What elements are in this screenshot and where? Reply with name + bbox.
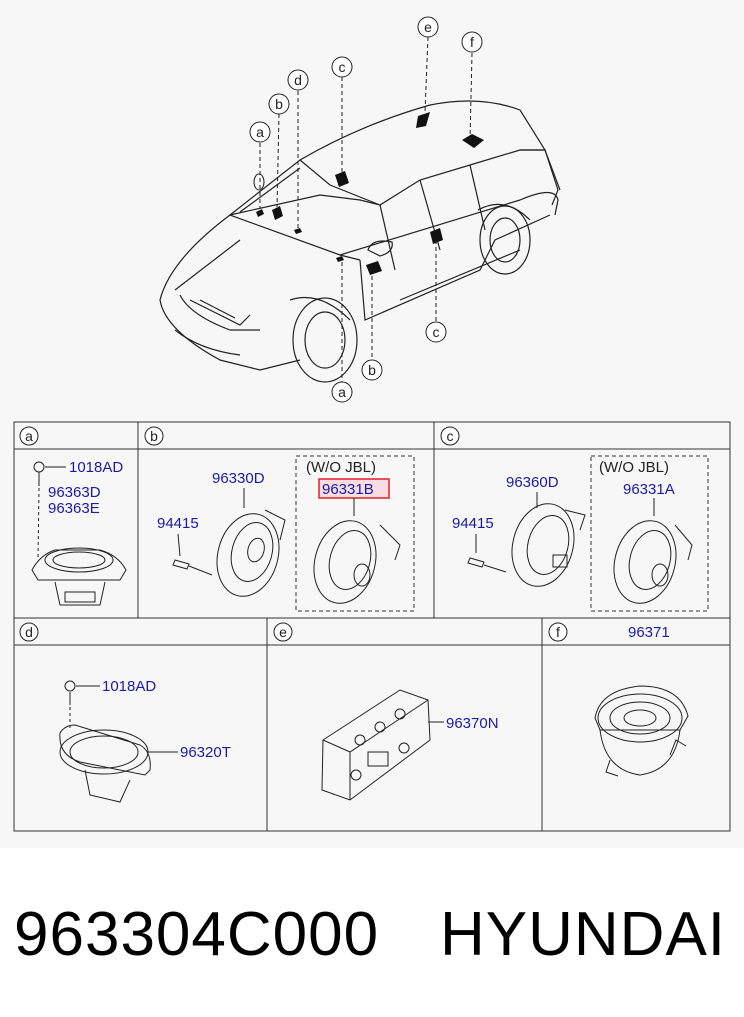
part-label-1018AD-d: 1018AD (102, 678, 156, 695)
part-label-96370N: 96370N (446, 715, 499, 732)
section-b-header: b (144, 426, 164, 446)
footer-part-number: 963304C000 (14, 900, 380, 969)
callout-circle-bottom-c: c (425, 321, 447, 343)
car-speaker-markers (256, 112, 484, 275)
part-label-94415-b: 94415 (157, 515, 199, 532)
parts-grid (13, 421, 731, 832)
callout-circle-bottom-b: b (361, 359, 383, 381)
section-e-content: 96370N (321, 689, 499, 801)
note-wo-jbl-b: (W/O JBL) (306, 459, 376, 476)
part-label-96371: 96371 (628, 624, 670, 641)
svg-text:a: a (25, 428, 33, 444)
section-c-content: 96360D 94415 (W/O JBL) 96331A (452, 455, 709, 612)
section-c-header: c (440, 426, 460, 446)
section-a-content: 1018AD 96363D 96363E (31, 459, 127, 606)
note-wo-jbl-c: (W/O JBL) (599, 459, 669, 476)
parts-diagram: a b d c e f c b a (13, 16, 731, 832)
without-jbl-box-c (590, 455, 709, 612)
part-label-1018AD-a: 1018AD (69, 459, 123, 476)
svg-text:c: c (447, 428, 454, 444)
callout-circle-top-b: b (268, 93, 290, 115)
callout-circle-top-a: a (249, 121, 271, 143)
svg-text:c: c (339, 59, 346, 75)
section-f-content: 96371 (594, 624, 689, 777)
part-label-96320T: 96320T (180, 744, 231, 761)
callout-circle-top-c: c (331, 56, 353, 78)
callout-circle-top-d: d (287, 69, 309, 91)
callout-circle-top-e: e (417, 16, 439, 38)
part-label-96331A: 96331A (623, 481, 675, 498)
svg-text:b: b (275, 96, 283, 112)
svg-text:a: a (338, 384, 346, 400)
section-e-header: e (273, 622, 293, 642)
svg-text:d: d (25, 624, 33, 640)
svg-text:b: b (150, 428, 158, 444)
part-label-96331B: 96331B (322, 481, 374, 498)
callout-circle-top-f: f (461, 31, 483, 53)
part-label-96363E: 96363E (48, 500, 100, 517)
svg-text:e: e (279, 624, 287, 640)
section-b-content: 96330D 94415 (W/O JBL) 96331B (157, 455, 415, 612)
callout-circle-bottom-a: a (331, 381, 353, 403)
without-jbl-box-b (295, 455, 415, 612)
part-label-96360D: 96360D (506, 474, 559, 491)
callout-leaders (259, 36, 473, 382)
section-a-header: a (19, 426, 39, 446)
footer-brand: HYUNDAI (440, 900, 727, 969)
svg-text:d: d (294, 72, 302, 88)
part-label-96363D: 96363D (48, 484, 101, 501)
section-f-header: f (548, 622, 568, 642)
svg-text:c: c (433, 324, 440, 340)
svg-text:f: f (556, 624, 560, 640)
svg-text:b: b (368, 362, 376, 378)
part-label-94415-c: 94415 (452, 515, 494, 532)
section-d-content: 1018AD 96320T (59, 678, 231, 803)
car-illustration (159, 100, 561, 383)
svg-text:e: e (424, 19, 432, 35)
svg-text:a: a (256, 124, 264, 140)
section-d-header: d (19, 622, 39, 642)
part-label-96330D: 96330D (212, 470, 265, 487)
svg-text:f: f (470, 34, 474, 50)
